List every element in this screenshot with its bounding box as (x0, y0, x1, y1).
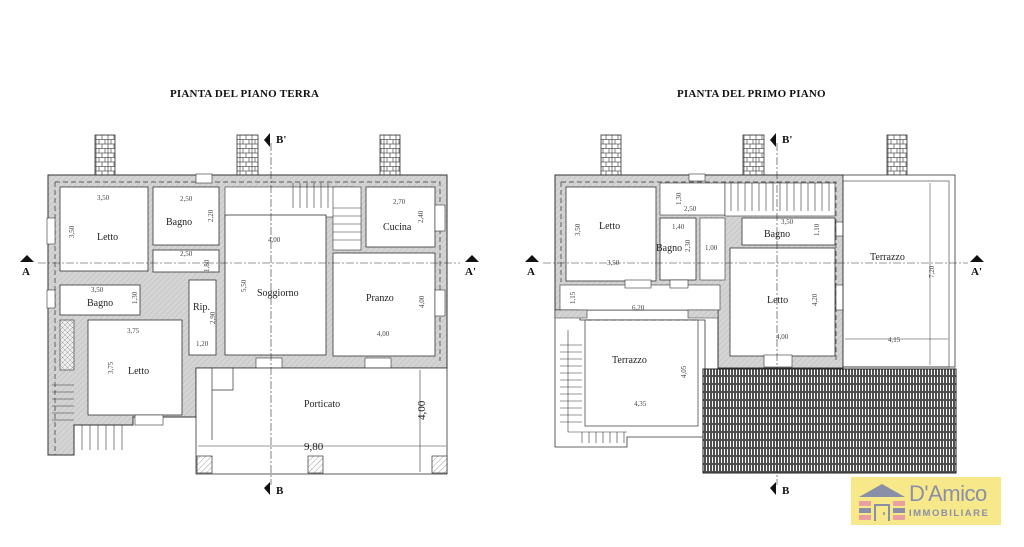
dimension-label: 5,50 (240, 279, 248, 292)
dimension-label: 6,20 (632, 304, 645, 312)
section-mark: A' (971, 266, 982, 278)
dimension-label: 4,00 (416, 400, 428, 420)
room-label: Porticato (304, 399, 340, 410)
dimension-label: 2,70 (393, 198, 406, 206)
house-logo-icon (859, 484, 905, 521)
dimension-label: 4,00 (377, 330, 390, 338)
section-mark: B (782, 485, 790, 497)
section-mark: B' (276, 134, 286, 146)
dimension-label: 4,35 (634, 400, 647, 408)
dimension-label: 3,50 (97, 194, 110, 202)
dimension-label: 4,15 (888, 336, 901, 344)
room-label: Soggiorno (257, 288, 299, 299)
dimension-label: 3,50 (91, 286, 104, 294)
room-label: Pranzo (366, 293, 394, 304)
dimension-label: 4,05 (680, 365, 688, 378)
section-arrow-icon (264, 482, 270, 495)
dimension-label: 3,75 (107, 361, 115, 374)
chimney-icon (886, 134, 908, 176)
logo-subtitle-text: IMMOBILIARE (909, 508, 990, 519)
dimension-label: 2,30 (684, 239, 692, 252)
logo-brand-text: D'Amico (909, 481, 987, 506)
room-label: Letto (767, 295, 788, 306)
dimension-label: 1,00 (705, 244, 718, 252)
dimension-label: 2,20 (207, 209, 215, 222)
dimension-label: 1,30 (131, 291, 139, 304)
dimension-label: 3,50 (781, 218, 794, 226)
room-label: Terrazzo (870, 252, 905, 263)
section-arrow-icon (770, 133, 776, 147)
dimension-label: 1,80 (203, 259, 211, 272)
room-label: Letto (128, 366, 149, 377)
room-label: Bagno (764, 229, 790, 240)
dimension-label: 7,20 (928, 265, 936, 278)
dimension-label: 4,00 (418, 295, 426, 308)
dimension-label: 1,15 (569, 291, 577, 304)
chimney-icon (600, 134, 622, 176)
section-mark: B (276, 485, 284, 497)
dimension-label: 2,40 (417, 210, 425, 223)
room-label: Bagno (656, 243, 682, 254)
room-label: Letto (97, 232, 118, 243)
ground-floor-title: PIANTA DEL PIANO TERRA (170, 88, 320, 100)
dimension-label: 9,80 (304, 441, 324, 453)
section-arrow-icon (770, 482, 776, 495)
section-arrow-icon (970, 255, 984, 262)
chimney-icon (742, 134, 765, 176)
section-mark: A (527, 266, 535, 278)
room-label: Terrazzo (612, 355, 647, 366)
room-label: Cucina (383, 222, 412, 233)
section-mark: B' (782, 134, 792, 146)
damico-logo: D'Amico IMMOBILIARE (851, 477, 1001, 525)
dimension-label: 2,50 (180, 250, 193, 258)
room-label: Bagno (87, 298, 113, 309)
dimension-label: 2,50 (684, 205, 697, 213)
dimension-label: 2,90 (209, 311, 217, 324)
room-label: Rip. (193, 302, 210, 313)
section-arrow-icon (525, 255, 539, 262)
dimension-label: 4,00 (268, 236, 281, 244)
room-label: Bagno (166, 217, 192, 228)
dimension-label: 2,50 (180, 195, 193, 203)
chimney-icon (236, 134, 259, 176)
section-arrow-icon (264, 133, 270, 147)
ground-floor-plan: Letto Bagno Cucina Soggiorno Pranzo Bagn… (20, 133, 479, 497)
first-floor-plan: Letto Bagno Bagno Letto Terrazzo Terrazz… (525, 133, 984, 497)
dimension-label: 3,75 (127, 327, 140, 335)
dimension-label: 1,30 (675, 192, 683, 205)
chimney-icon (94, 134, 116, 176)
dimension-label: 4,20 (811, 293, 819, 306)
dimension-label: 1,40 (672, 223, 685, 231)
chimney-icon (379, 134, 401, 176)
dimension-label: 1,10 (813, 223, 821, 236)
section-mark: A (22, 266, 30, 278)
dimension-label: 3,50 (574, 223, 582, 236)
dimension-label: 3,50 (607, 259, 620, 267)
room-label: Letto (599, 221, 620, 232)
dimension-label: 1,20 (196, 340, 209, 348)
section-mark: A' (465, 266, 476, 278)
section-arrow-icon (465, 255, 479, 262)
first-floor-title: PIANTA DEL PRIMO PIANO (677, 88, 826, 100)
section-arrow-icon (20, 255, 34, 262)
dimension-label: 4,00 (776, 333, 789, 341)
dimension-label: 3,50 (68, 225, 76, 238)
